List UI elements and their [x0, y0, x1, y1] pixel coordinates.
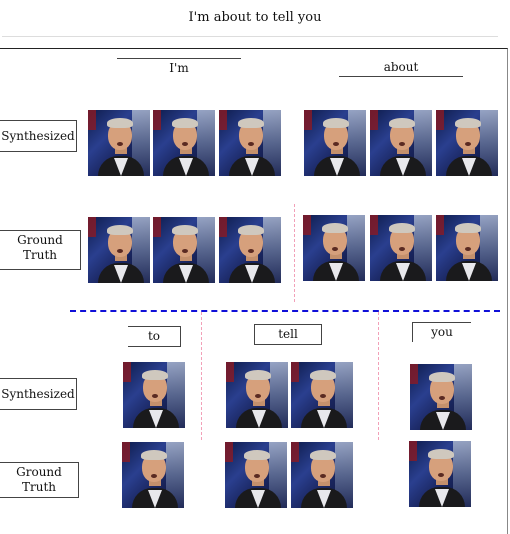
row-label-synthesized-top: Synthesized — [0, 120, 77, 152]
frame-thumbnail — [410, 364, 472, 430]
frame-thumbnail — [219, 217, 281, 283]
frame-thumbnail — [409, 441, 471, 507]
row-label-truth-line: Truth — [21, 480, 57, 494]
frame-thumbnail — [304, 110, 366, 176]
word-label-tell: tell — [254, 324, 322, 345]
section-divider — [70, 310, 500, 312]
frame-thumbnail — [225, 442, 287, 508]
frame-thumbnail — [436, 110, 498, 176]
frame-thumbnail — [88, 217, 150, 283]
frame-thumbnail — [370, 110, 432, 176]
caption-divider — [2, 36, 498, 37]
row-label-truth-line: Truth — [22, 248, 58, 262]
frame-thumbnail — [153, 110, 215, 176]
frame-thumbnail — [123, 362, 185, 428]
row-label-ground-truth-top: Ground Truth — [0, 230, 81, 270]
frame-thumbnail — [291, 362, 353, 428]
word-divider — [201, 312, 202, 440]
frame-thumbnail — [226, 362, 288, 428]
word-label-about: about — [339, 58, 463, 77]
word-label-im: I'm — [117, 58, 241, 77]
frame-thumbnail — [370, 215, 432, 281]
frame-thumbnail — [436, 215, 498, 281]
word-divider — [378, 312, 379, 440]
word-label-to: to — [128, 326, 181, 347]
figure-frame — [0, 48, 508, 534]
word-divider — [294, 204, 295, 302]
frame-thumbnail — [219, 110, 281, 176]
word-label-you: you — [412, 322, 471, 342]
figure-caption: I'm about to tell you — [188, 10, 322, 25]
row-label-ground-line: Ground — [17, 233, 63, 247]
row-label-ground-truth-bottom: Ground Truth — [0, 462, 79, 498]
row-label-synthesized-bottom: Synthesized — [0, 378, 77, 410]
frame-thumbnail — [291, 442, 353, 508]
row-label-ground-line: Ground — [16, 465, 62, 479]
frame-thumbnail — [122, 442, 184, 508]
frame-thumbnail — [153, 217, 215, 283]
frame-thumbnail — [88, 110, 150, 176]
frame-thumbnail — [303, 215, 365, 281]
